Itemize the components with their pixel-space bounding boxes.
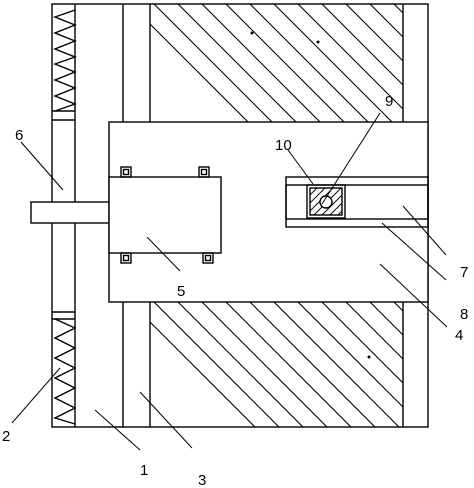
guide-slot-inner bbox=[285, 184, 429, 220]
hatch-line bbox=[201, 4, 321, 122]
label-8: 8 bbox=[460, 306, 468, 323]
leader-5 bbox=[146, 236, 181, 272]
hatch-line bbox=[369, 302, 403, 336]
motor-bolt-bottom-left-inner bbox=[122, 254, 130, 262]
motor-bolt-bottom-left bbox=[120, 252, 132, 264]
motor-bolt-bottom-right bbox=[202, 252, 214, 264]
dot-3 bbox=[367, 355, 371, 359]
top-block-hatching bbox=[150, 4, 474, 122]
leader-6 bbox=[20, 141, 64, 191]
upper-spring bbox=[53, 9, 77, 112]
leader-7 bbox=[402, 205, 447, 256]
leader-2 bbox=[11, 367, 61, 424]
label-1: 1 bbox=[140, 462, 148, 479]
slide-nut bbox=[306, 184, 346, 219]
hatch-line bbox=[442, 4, 474, 122]
hatch-line bbox=[393, 4, 403, 14]
hatch-line bbox=[321, 302, 403, 384]
hatch-line bbox=[273, 4, 393, 122]
label-4: 4 bbox=[455, 327, 463, 344]
hatch-line bbox=[345, 302, 403, 360]
hatch-line bbox=[150, 23, 249, 122]
motor-bolt-top-right bbox=[198, 166, 210, 178]
bottom-block-hatching bbox=[150, 302, 474, 427]
label-5: 5 bbox=[177, 283, 185, 300]
shaft bbox=[30, 201, 110, 224]
label-9: 9 bbox=[385, 93, 393, 110]
label-6: 6 bbox=[15, 127, 23, 144]
hatch-line bbox=[177, 302, 304, 427]
motor-bolt-top-left-inner bbox=[122, 168, 130, 176]
hatch-line bbox=[249, 302, 376, 427]
leader-9 bbox=[321, 112, 381, 205]
motor-body bbox=[108, 176, 222, 254]
leader-4 bbox=[379, 263, 448, 328]
hatch-line bbox=[153, 4, 273, 122]
hatch-line bbox=[418, 4, 474, 122]
hatch-line bbox=[297, 4, 403, 110]
hatch-line bbox=[273, 302, 400, 427]
label-10: 10 bbox=[275, 137, 292, 154]
hatch-line bbox=[249, 4, 369, 122]
hatch-line bbox=[177, 4, 297, 122]
dot-1 bbox=[250, 31, 254, 35]
leader-lines bbox=[11, 112, 448, 451]
motor-bolt-bottom-right-inner bbox=[204, 254, 212, 262]
leader-3 bbox=[139, 391, 193, 449]
label-7: 7 bbox=[460, 264, 468, 281]
label-2: 2 bbox=[2, 428, 10, 445]
leader-8 bbox=[381, 222, 447, 281]
motor-bolt-top-right-inner bbox=[200, 168, 208, 176]
dot-2 bbox=[316, 40, 320, 44]
label-3: 3 bbox=[198, 472, 206, 488]
hatch-line bbox=[201, 302, 328, 427]
hatch-line bbox=[442, 302, 474, 427]
hatch-line bbox=[345, 4, 403, 62]
slide-nut-inner bbox=[309, 187, 343, 216]
hatch-line bbox=[297, 302, 403, 408]
lower-spring bbox=[53, 318, 77, 425]
motor-bolt-top-left bbox=[120, 166, 132, 178]
hatch-line bbox=[150, 321, 256, 427]
leader-1 bbox=[94, 409, 141, 451]
hatch-line bbox=[321, 4, 403, 86]
hatch-line bbox=[153, 302, 280, 427]
hatch-line bbox=[225, 302, 352, 427]
hatch-line bbox=[369, 4, 403, 38]
hatch-line bbox=[466, 4, 474, 122]
pin-circle bbox=[319, 195, 333, 209]
leader-10 bbox=[287, 149, 314, 185]
hatch-line bbox=[225, 4, 345, 122]
